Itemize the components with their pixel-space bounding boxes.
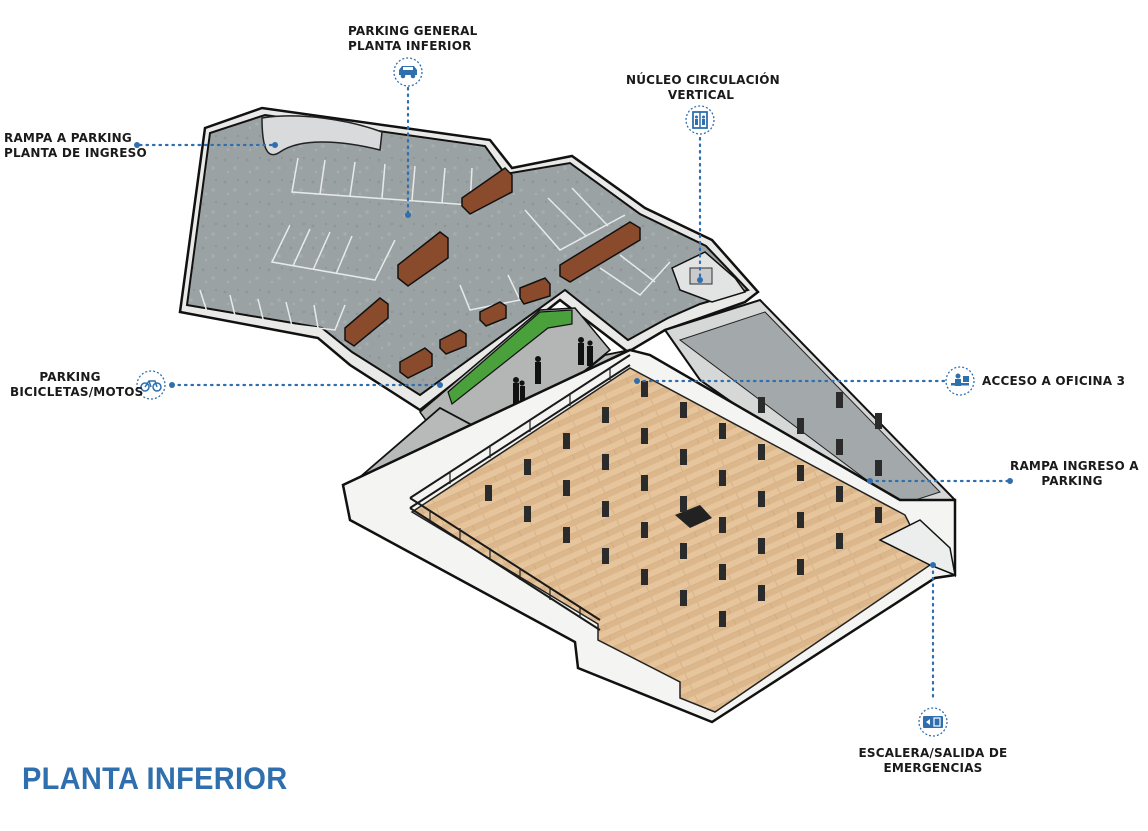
page-title: PLANTA INFERIOR (22, 762, 288, 797)
label-line: ESCALERA/SALIDA DE (858, 746, 1008, 760)
label-rampa-parking: RAMPA A PARKING PLANTA DE INGRESO (4, 131, 147, 161)
car-icon (393, 57, 423, 87)
column (641, 522, 648, 538)
leader-lines (138, 86, 1012, 702)
column (563, 480, 570, 496)
column (602, 548, 609, 564)
label-rampa-ingreso: RAMPA INGRESO A PARKING (1010, 459, 1139, 489)
column (680, 402, 687, 418)
column (485, 485, 492, 501)
wood-floor (410, 367, 931, 713)
label-nucleo-circulacion: NÚCLEO CIRCULACIÓN VERTICAL (626, 73, 780, 103)
elevator-icon (685, 105, 715, 135)
spiral-stair (675, 505, 712, 528)
label-line: PLANTA INFERIOR (348, 39, 472, 53)
label-line: VERTICAL (667, 88, 735, 102)
label-line: PLANTA DE INGRESO (4, 146, 147, 160)
office-desk-icon (945, 366, 975, 396)
office-hall (341, 348, 957, 724)
column (836, 392, 843, 408)
label-parking-bicicletas: PARKING BICICLETAS/MOTOS (10, 370, 144, 400)
label-escalera-emergencias: ESCALERA/SALIDA DE EMERGENCIAS (858, 746, 1008, 776)
column (641, 569, 648, 585)
column (563, 527, 570, 543)
label-line: PARKING (39, 370, 101, 384)
column (641, 381, 648, 397)
column (797, 418, 804, 434)
column (797, 465, 804, 481)
bike-parking-corridor (418, 307, 612, 441)
column (524, 506, 531, 522)
column (797, 512, 804, 528)
green-wall (447, 309, 573, 406)
label-line: RAMPA INGRESO A (1010, 459, 1139, 473)
leader-endpoints (134, 142, 1013, 568)
column (602, 407, 609, 423)
parking-floor (185, 113, 750, 397)
planters (344, 167, 641, 379)
label-acceso-oficina: ACCESO A OFICINA 3 (982, 374, 1125, 389)
column (719, 611, 726, 627)
column (797, 559, 804, 575)
column (758, 397, 765, 413)
column (836, 486, 843, 502)
ramp-to-entry-level (261, 115, 383, 156)
column (836, 439, 843, 455)
column (836, 533, 843, 549)
column (875, 460, 882, 476)
parking-stalls (199, 157, 671, 331)
column (641, 428, 648, 444)
column (719, 470, 726, 486)
column (719, 564, 726, 580)
label-line: NÚCLEO CIRCULACIÓN (626, 73, 780, 87)
column (719, 423, 726, 439)
column (680, 449, 687, 465)
column (719, 517, 726, 533)
emergency-exit-icon (918, 707, 948, 737)
column (680, 496, 687, 512)
glass-railing (409, 354, 631, 631)
column (758, 585, 765, 601)
column (680, 543, 687, 559)
column (602, 501, 609, 517)
bicycle-icon (136, 370, 166, 400)
column (758, 444, 765, 460)
people-silhouettes (513, 337, 593, 406)
column (524, 459, 531, 475)
column (602, 454, 609, 470)
column (758, 538, 765, 554)
label-line: ACCESO A OFICINA 3 (982, 374, 1126, 388)
label-parking-general: PARKING GENERAL PLANTA INFERIOR (348, 24, 478, 54)
column (875, 507, 882, 523)
label-line: PARKING GENERAL (348, 24, 478, 38)
columns (485, 381, 882, 627)
label-line: BICICLETAS/MOTOS (10, 385, 144, 399)
emergency-stair-block (878, 519, 956, 577)
label-line: EMERGENCIAS (883, 761, 983, 775)
column (875, 413, 882, 429)
label-line: PARKING (1041, 474, 1103, 488)
column (563, 433, 570, 449)
column (680, 590, 687, 606)
parking-zone (178, 106, 760, 412)
column (641, 475, 648, 491)
column (758, 491, 765, 507)
label-line: RAMPA A PARKING (4, 131, 132, 145)
